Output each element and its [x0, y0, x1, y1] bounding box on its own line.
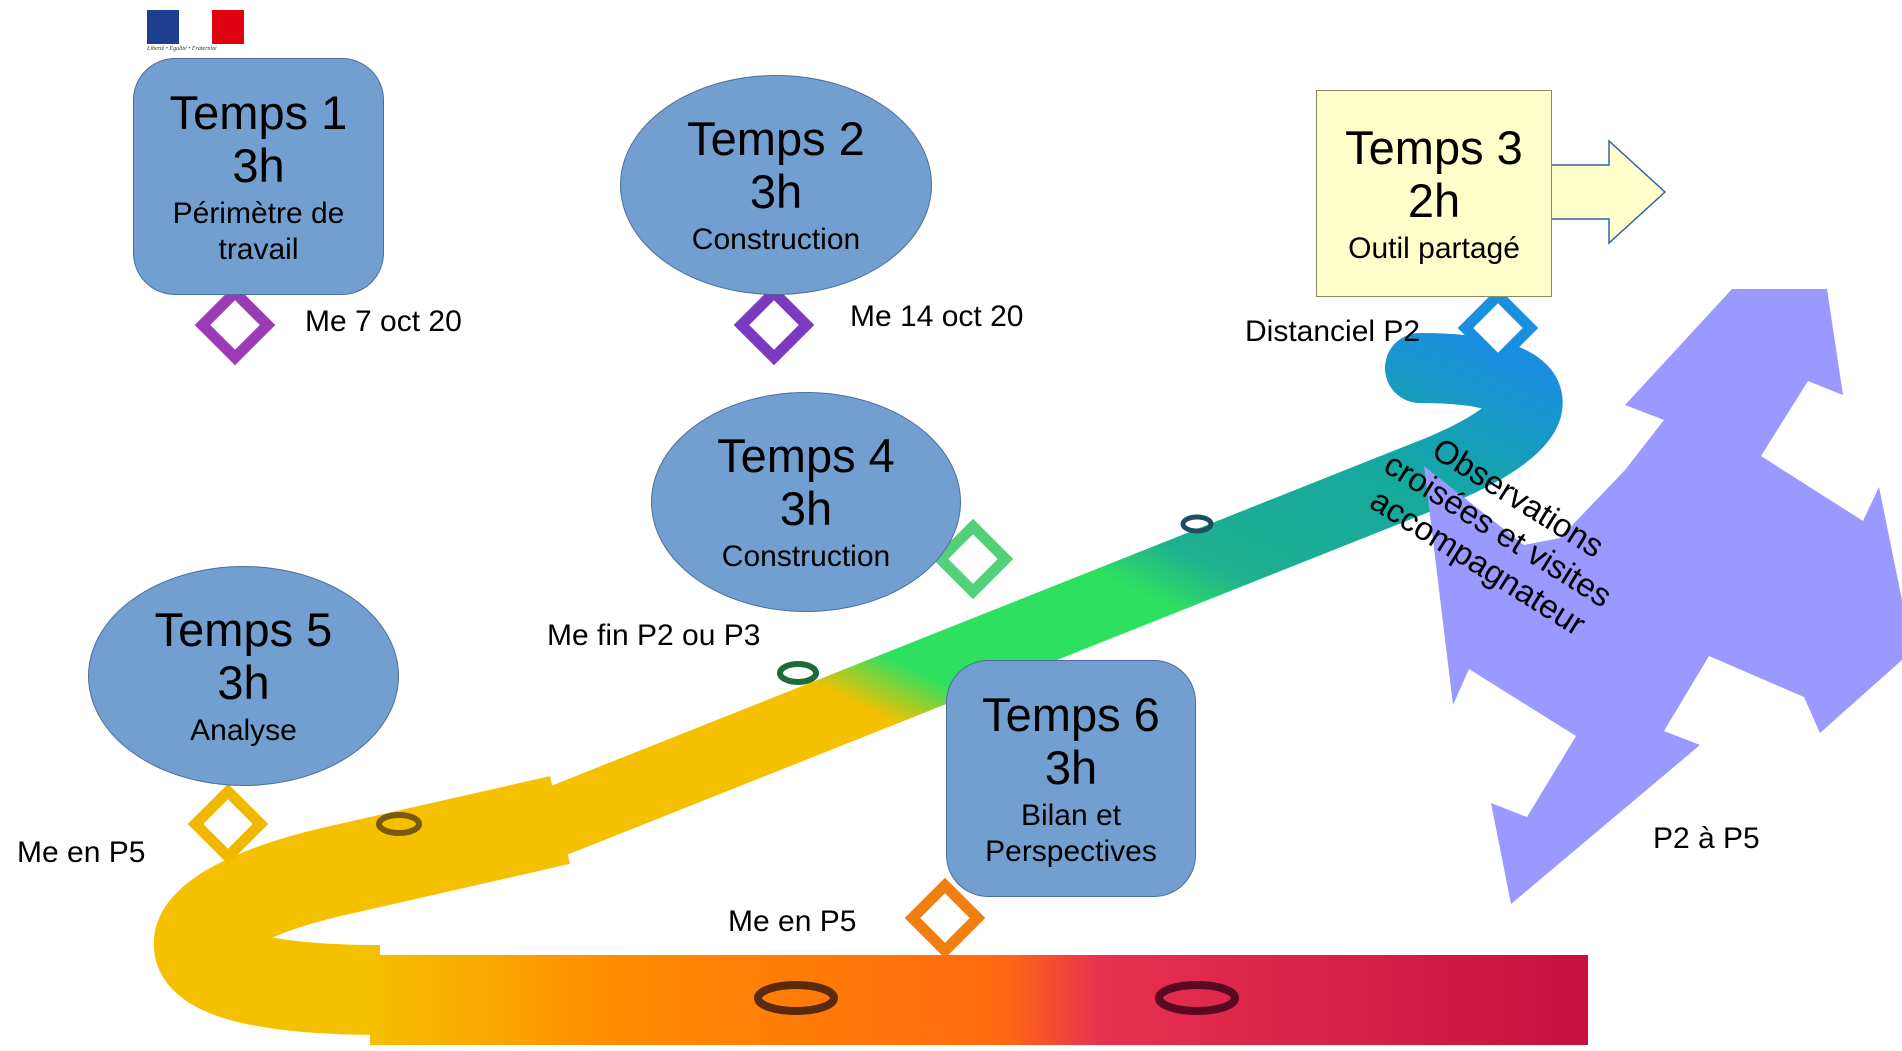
temps1-duration: 3h: [232, 138, 285, 192]
milestone-diamond-temps6: [904, 877, 986, 959]
temps1-date: Me 7 oct 20: [305, 305, 462, 338]
temps4-duration: 3h: [779, 482, 833, 535]
temps4-subtitle: Construction: [721, 540, 891, 573]
temps5-ellipse: Temps 5 3h Analyse: [88, 566, 399, 786]
temps3-title: Temps 3: [1345, 120, 1523, 174]
milestone-diamond-temps3: [1457, 287, 1539, 369]
flag-icon: [147, 10, 244, 44]
milestone-diamond-temps5: [187, 783, 269, 865]
road-left-curve: [153, 776, 570, 1035]
milestone-diamond-temps4: [932, 518, 1014, 600]
temps6-subtitle: Bilan et Perspectives: [985, 798, 1157, 868]
temps3-date: Distanciel P2: [1245, 315, 1421, 348]
temps2-title: Temps 2: [687, 112, 865, 165]
temps3-subtitle: Outil partagé: [1348, 231, 1520, 265]
temps1-subtitle: Périmètre de travail: [172, 196, 345, 266]
road-right-curve: [525, 333, 1563, 855]
road-bottom-segment: [370, 955, 1588, 1045]
milestone-diamond-temps1: [194, 284, 276, 366]
temps3-box: Temps 3 2h Outil partagé: [1316, 90, 1552, 297]
cross-arrow-shape: [1424, 289, 1902, 904]
temps4-title: Temps 4: [717, 429, 895, 482]
temps1-box: Temps 1 3h Périmètre de travail: [133, 58, 384, 295]
temps6-box: Temps 6 3h Bilan et Perspectives: [946, 660, 1196, 897]
road-marker: [1180, 514, 1214, 534]
road-marker: [777, 661, 819, 685]
road-marker: [1155, 981, 1239, 1015]
milestone-diamond-temps2: [733, 284, 815, 366]
temps5-subtitle: Analyse: [190, 714, 297, 747]
temps1-title: Temps 1: [169, 85, 348, 139]
road-marker: [376, 812, 422, 836]
temps2-duration: 3h: [749, 165, 803, 218]
temps2-subtitle: Construction: [691, 223, 861, 256]
temps6-title: Temps 6: [982, 687, 1160, 741]
road-marker: [754, 981, 838, 1015]
temps4-date: Me fin P2 ou P3: [547, 619, 761, 652]
logo-motto: Liberté • Égalité • Fraternité: [147, 46, 217, 52]
temps5-duration: 3h: [217, 656, 270, 709]
temps3-arrow-icon: [1547, 139, 1667, 245]
temps6-date: Me en P5: [728, 905, 857, 938]
temps6-duration: 3h: [1044, 740, 1098, 794]
temps4-ellipse: Temps 4 3h Construction: [651, 392, 961, 612]
temps2-date: Me 14 oct 20: [850, 300, 1024, 333]
observations-period: P2 à P5: [1653, 822, 1760, 855]
temps3-duration: 2h: [1407, 173, 1461, 227]
republique-francaise-logo: Liberté • Égalité • Fraternité: [147, 10, 244, 66]
temps2-ellipse: Temps 2 3h Construction: [620, 75, 932, 295]
temps5-date: Me en P5: [17, 836, 146, 869]
temps5-title: Temps 5: [154, 603, 333, 656]
